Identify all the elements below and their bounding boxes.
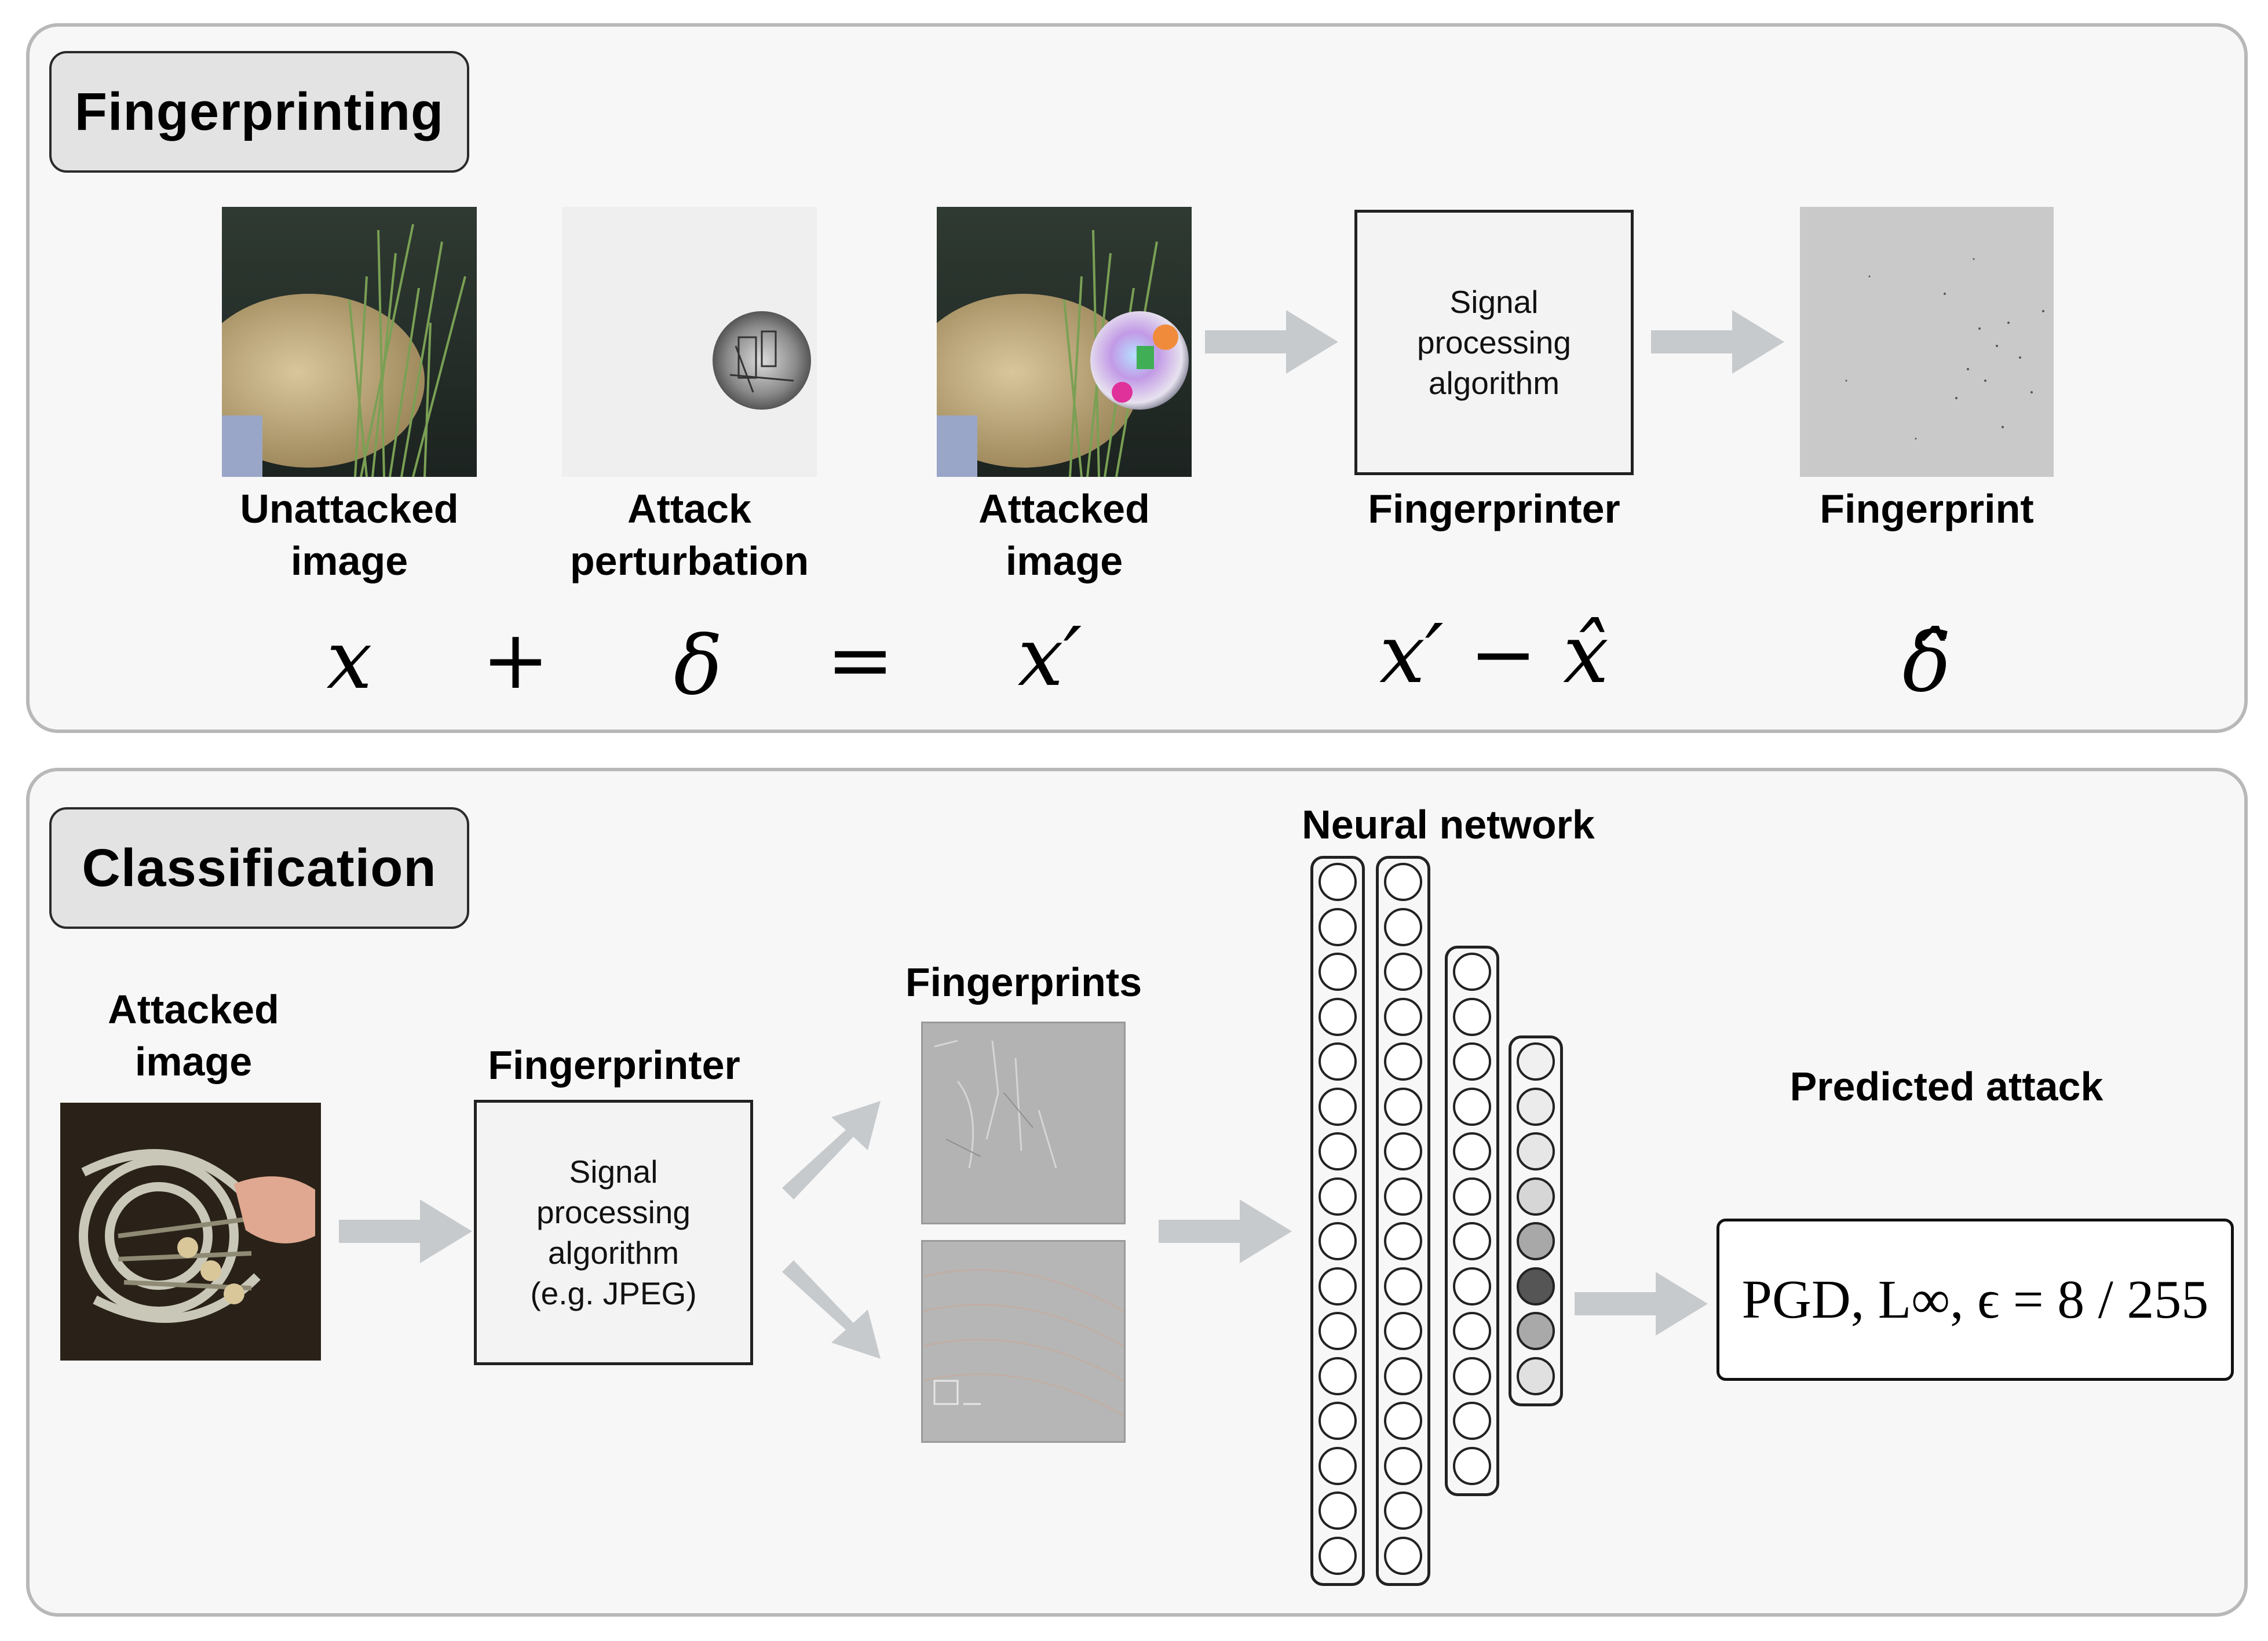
neuron <box>1319 907 1357 946</box>
math-plus: + <box>481 613 550 708</box>
neuron <box>1453 997 1491 1036</box>
math-x-prime: x′ <box>1017 610 1082 705</box>
attacked-image-top <box>937 207 1192 477</box>
arrow-up-to-fingerprint-1 <box>782 1101 881 1199</box>
neuron <box>1384 1446 1422 1485</box>
neuron <box>1384 1042 1422 1081</box>
neuron <box>1453 1356 1491 1395</box>
arrow-down-to-fingerprint-2 <box>782 1260 881 1359</box>
signal-processing-box-top: Signal processing algorithm <box>1354 210 1634 475</box>
neuron <box>1384 1356 1422 1395</box>
arrow-to-prediction <box>1575 1272 1708 1336</box>
neuron <box>1384 1536 1422 1575</box>
neuron <box>1517 1132 1555 1170</box>
neuron <box>1319 1312 1357 1350</box>
fingerprinting-title: Fingerprinting <box>49 51 469 173</box>
neuron <box>1453 1446 1491 1485</box>
predicted-attack-result: PGD, L∞, ϵ = 8 / 255 <box>1716 1219 2234 1381</box>
neuron <box>1384 863 1422 901</box>
neuron <box>1384 1402 1422 1440</box>
neuron <box>1384 1177 1422 1216</box>
neuron <box>1453 1222 1491 1260</box>
neuron <box>1384 1087 1422 1126</box>
neuron <box>1517 1177 1555 1216</box>
unattacked-image-label: Unattacked image <box>240 486 459 584</box>
predicted-attack-label: Predicted attack <box>1789 1064 2103 1109</box>
network-layer-1 <box>1310 856 1365 1586</box>
network-layer-3 <box>1445 946 1499 1496</box>
neuron <box>1517 1267 1555 1305</box>
neuron <box>1384 1222 1422 1260</box>
neuron <box>1453 1312 1491 1350</box>
fingerprinter-label-top: Fingerprinter <box>1368 486 1620 531</box>
neuron <box>1453 1042 1491 1081</box>
fingerprint-image-2 <box>921 1240 1126 1443</box>
math-delta: δ <box>673 619 723 713</box>
neuron <box>1319 1177 1357 1216</box>
arrow-to-fingerprint-top <box>1651 310 1784 374</box>
neuron <box>1517 1222 1555 1260</box>
attacked-image-label-top: Attacked image <box>978 486 1150 584</box>
classification-title: Classification <box>49 807 469 929</box>
neuron <box>1453 953 1491 991</box>
neuron <box>1384 1132 1422 1170</box>
neuron <box>1453 1177 1491 1216</box>
perturbation-image <box>562 207 817 477</box>
neuron <box>1319 863 1357 901</box>
neuron <box>1384 1312 1422 1350</box>
fingerprinter-label-bottom: Fingerprinter <box>488 1042 740 1088</box>
neuron <box>1319 1087 1357 1126</box>
neuron <box>1453 1267 1491 1305</box>
neural-network-label: Neural network <box>1302 802 1595 847</box>
fingerprints-label: Fingerprints <box>905 960 1142 1005</box>
math-x: x <box>326 613 372 708</box>
neuron <box>1319 953 1357 991</box>
neuron <box>1517 1356 1555 1395</box>
math-equals: = <box>826 613 894 708</box>
arrow-to-network <box>1159 1199 1292 1263</box>
math-delta-hat: δ̂ <box>1902 616 1952 710</box>
neuron <box>1384 1267 1422 1305</box>
neuron <box>1453 1402 1491 1440</box>
attacked-image-bottom <box>60 1103 321 1361</box>
network-layer-4 <box>1509 1035 1563 1406</box>
neuron <box>1319 1132 1357 1170</box>
neuron <box>1384 1492 1422 1530</box>
arrow-to-fingerprinter-bottom <box>339 1199 472 1263</box>
neuron <box>1384 953 1422 991</box>
neuron <box>1319 1446 1357 1485</box>
neuron <box>1517 1042 1555 1081</box>
neuron <box>1319 1402 1357 1440</box>
fingerprint-label: Fingerprint <box>1820 486 2034 531</box>
neuron <box>1319 1356 1357 1395</box>
neuron <box>1517 1312 1555 1350</box>
neuron <box>1319 1536 1357 1575</box>
neuron <box>1453 1132 1491 1170</box>
neuron <box>1384 907 1422 946</box>
attack-perturbation-label: Attack perturbation <box>569 486 809 584</box>
fingerprint-image-top <box>1800 207 2054 477</box>
neuron <box>1319 1222 1357 1260</box>
math-x-prime-minus-xhat: x′ − x̂ <box>1379 607 1609 702</box>
fingerprint-image-1 <box>921 1022 1126 1224</box>
signal-processing-box-bottom: Signal processing algorithm (e.g. JPEG) <box>474 1100 753 1365</box>
neuron <box>1517 1087 1555 1126</box>
neuron <box>1319 1267 1357 1305</box>
network-layer-2 <box>1376 856 1430 1586</box>
neuron <box>1319 1492 1357 1530</box>
neuron <box>1319 1042 1357 1081</box>
neuron <box>1384 997 1422 1036</box>
neuron <box>1453 1087 1491 1126</box>
neuron <box>1319 997 1357 1036</box>
attacked-image-label-bottom: Attacked image <box>108 987 279 1084</box>
arrow-to-fingerprinter-top <box>1205 310 1338 374</box>
unattacked-image <box>222 207 477 477</box>
